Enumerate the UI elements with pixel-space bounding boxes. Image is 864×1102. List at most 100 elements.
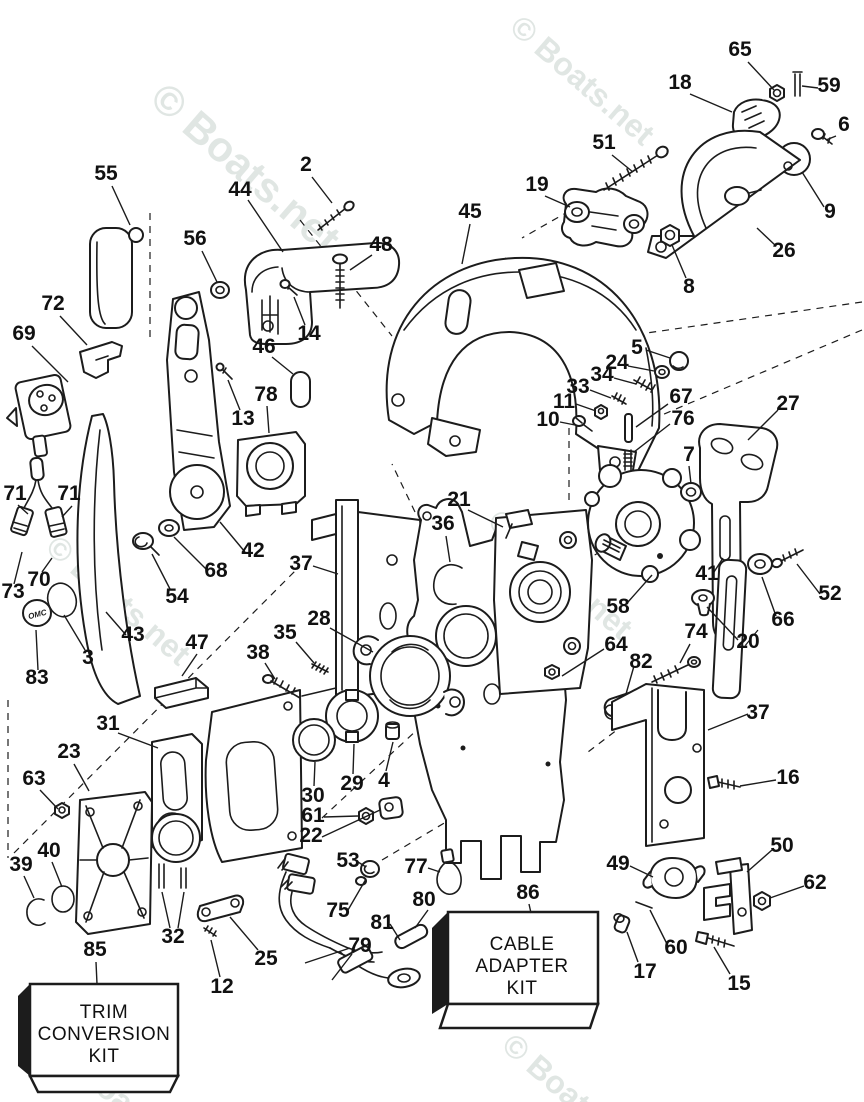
callout-35: 35 [273,621,297,644]
callout-14: 14 [297,322,321,345]
callout-39: 39 [9,853,32,876]
part-screw-10 [572,415,593,432]
part-screw-14 [279,279,298,296]
part-spring-34 [633,376,656,393]
part-retainer-28 [352,635,465,717]
part-screw-38 [262,674,301,699]
part-cover-45 [385,256,661,477]
callout-32: 32 [161,925,184,948]
callout-33: 33 [566,375,589,398]
callout-2: 2 [300,153,312,176]
part-plate-23 [75,791,153,935]
part-ball-5 [669,351,689,371]
callout-71a: 71 [3,482,27,505]
callout-79: 79 [348,934,371,957]
part-detent-33 [611,392,627,405]
callout-80: 80 [412,888,435,911]
part-screw-16 [707,775,741,790]
callout-20: 20 [736,630,759,653]
callout-54: 54 [165,585,189,608]
callout-53: 53 [336,849,359,872]
callout-6: 6 [838,113,850,136]
callout-78: 78 [254,383,278,406]
callout-43: 43 [121,623,144,646]
part-bracket-50 [703,857,753,935]
part-plate-25 [196,894,245,923]
part-connector-81 [337,945,374,974]
callout-52: 52 [818,582,841,605]
callout-46: 46 [252,335,275,358]
cable-kit-line3: KIT [506,978,537,999]
callout-51: 51 [592,131,616,154]
part-spring-12 [203,925,217,937]
callout-34: 34 [590,363,614,386]
callout-27: 27 [776,392,799,415]
callout-29: 29 [340,772,363,795]
part-washer-24 [654,365,670,379]
callout-36: 36 [431,512,454,535]
callout-47: 47 [185,631,208,654]
callout-65: 65 [728,38,752,61]
callout-19: 19 [525,173,548,196]
part-bearing-21 [493,509,593,695]
callout-76: 76 [671,407,694,430]
part-screw-74 [651,656,701,684]
part-screw-54 [132,532,160,556]
part-ring-30 [292,718,336,762]
callout-40: 40 [37,839,60,862]
callout-77: 77 [404,855,427,878]
part-washer-68 [158,519,180,537]
part-grommet-20 [691,589,715,617]
callout-28: 28 [307,607,331,630]
part-plug-17 [613,913,631,934]
callout-24: 24 [605,351,629,374]
kit-box-trim: TRIM CONVERSION KIT [18,982,181,1094]
part-nut-11 [594,404,608,420]
part-button-55 [89,227,144,329]
part-bushing-56 [210,281,230,299]
part-switch-69 [6,373,72,482]
part-pin-59 [792,71,803,97]
part-connector-80 [394,923,429,950]
part-housing-78 [236,431,306,517]
part-clamp-49 [642,857,706,899]
part-pin-60 [635,901,653,909]
callout-82: 82 [629,650,652,673]
part-bracket-37-right [611,683,705,847]
callout-48: 48 [369,233,393,256]
part-nut-63 [54,802,70,819]
callout-60: 60 [664,936,687,959]
part-key-47 [154,677,209,709]
callout-31: 31 [96,712,120,735]
part-ring-terminal [387,967,421,989]
part-omc-disc-83: OMC [22,599,52,627]
callout-66: 66 [771,608,794,631]
callout-25: 25 [254,947,278,970]
part-block-22 [378,796,404,820]
part-grommet-7 [680,482,702,502]
part-screw-52 [771,548,804,569]
trim-kit-line1: TRIM [80,1002,128,1023]
cable-kit-line1: CABLE [490,934,555,955]
callout-69: 69 [12,322,35,345]
part-link-41 [711,558,748,700]
callout-83: 83 [25,666,48,689]
part-nut-8 [660,224,680,247]
callout-38: 38 [246,641,270,664]
trim-kit-line2: CONVERSION [38,1024,171,1045]
callout-30: 30 [301,784,324,807]
part-pin-4 [385,721,400,740]
kit-box-cable: CABLE ADAPTER KIT [432,910,600,1030]
callout-56: 56 [183,227,206,250]
callout-21: 21 [447,488,471,511]
callouts: 55 44 2 56 48 14 45 19 51 65 18 59 6 9 2… [1,38,850,998]
part-link-19 [561,187,649,248]
callout-37-right: 37 [746,701,769,724]
part-spring-35 [311,661,329,675]
callout-42: 42 [241,539,264,562]
part-gasket [151,813,201,863]
part-cam-58 [584,464,701,583]
callout-16: 16 [776,766,799,789]
part-nut-64 [544,664,560,680]
